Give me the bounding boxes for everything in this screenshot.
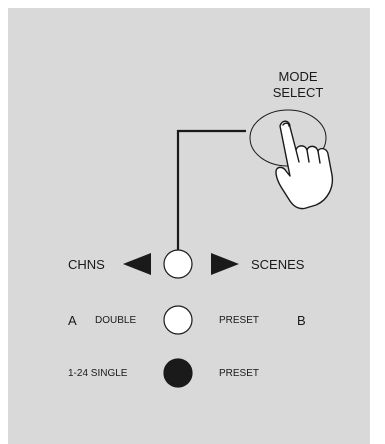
connector-line bbox=[176, 129, 246, 250]
preset-label-row2: PRESET bbox=[219, 315, 260, 326]
left-arrow-icon bbox=[123, 253, 151, 275]
mode-select-label-line1: MODE bbox=[278, 69, 318, 84]
double-preset-indicator bbox=[163, 305, 193, 335]
chns-label: CHNS bbox=[68, 257, 105, 272]
scenes-label: SCENES bbox=[251, 257, 305, 272]
hand-pressing-button-icon bbox=[275, 120, 334, 210]
preset-a-letter: A bbox=[68, 313, 77, 328]
right-arrow-icon bbox=[211, 253, 239, 275]
preset-label-row3: PRESET bbox=[219, 368, 260, 379]
mode-select-label-line2: SELECT bbox=[272, 85, 324, 100]
single-label: 1-24 SINGLE bbox=[68, 368, 128, 379]
preset-b-letter: B bbox=[297, 313, 306, 328]
single-preset-indicator bbox=[163, 358, 193, 388]
chns-scenes-indicator bbox=[163, 249, 193, 279]
double-label: DOUBLE bbox=[95, 315, 137, 326]
